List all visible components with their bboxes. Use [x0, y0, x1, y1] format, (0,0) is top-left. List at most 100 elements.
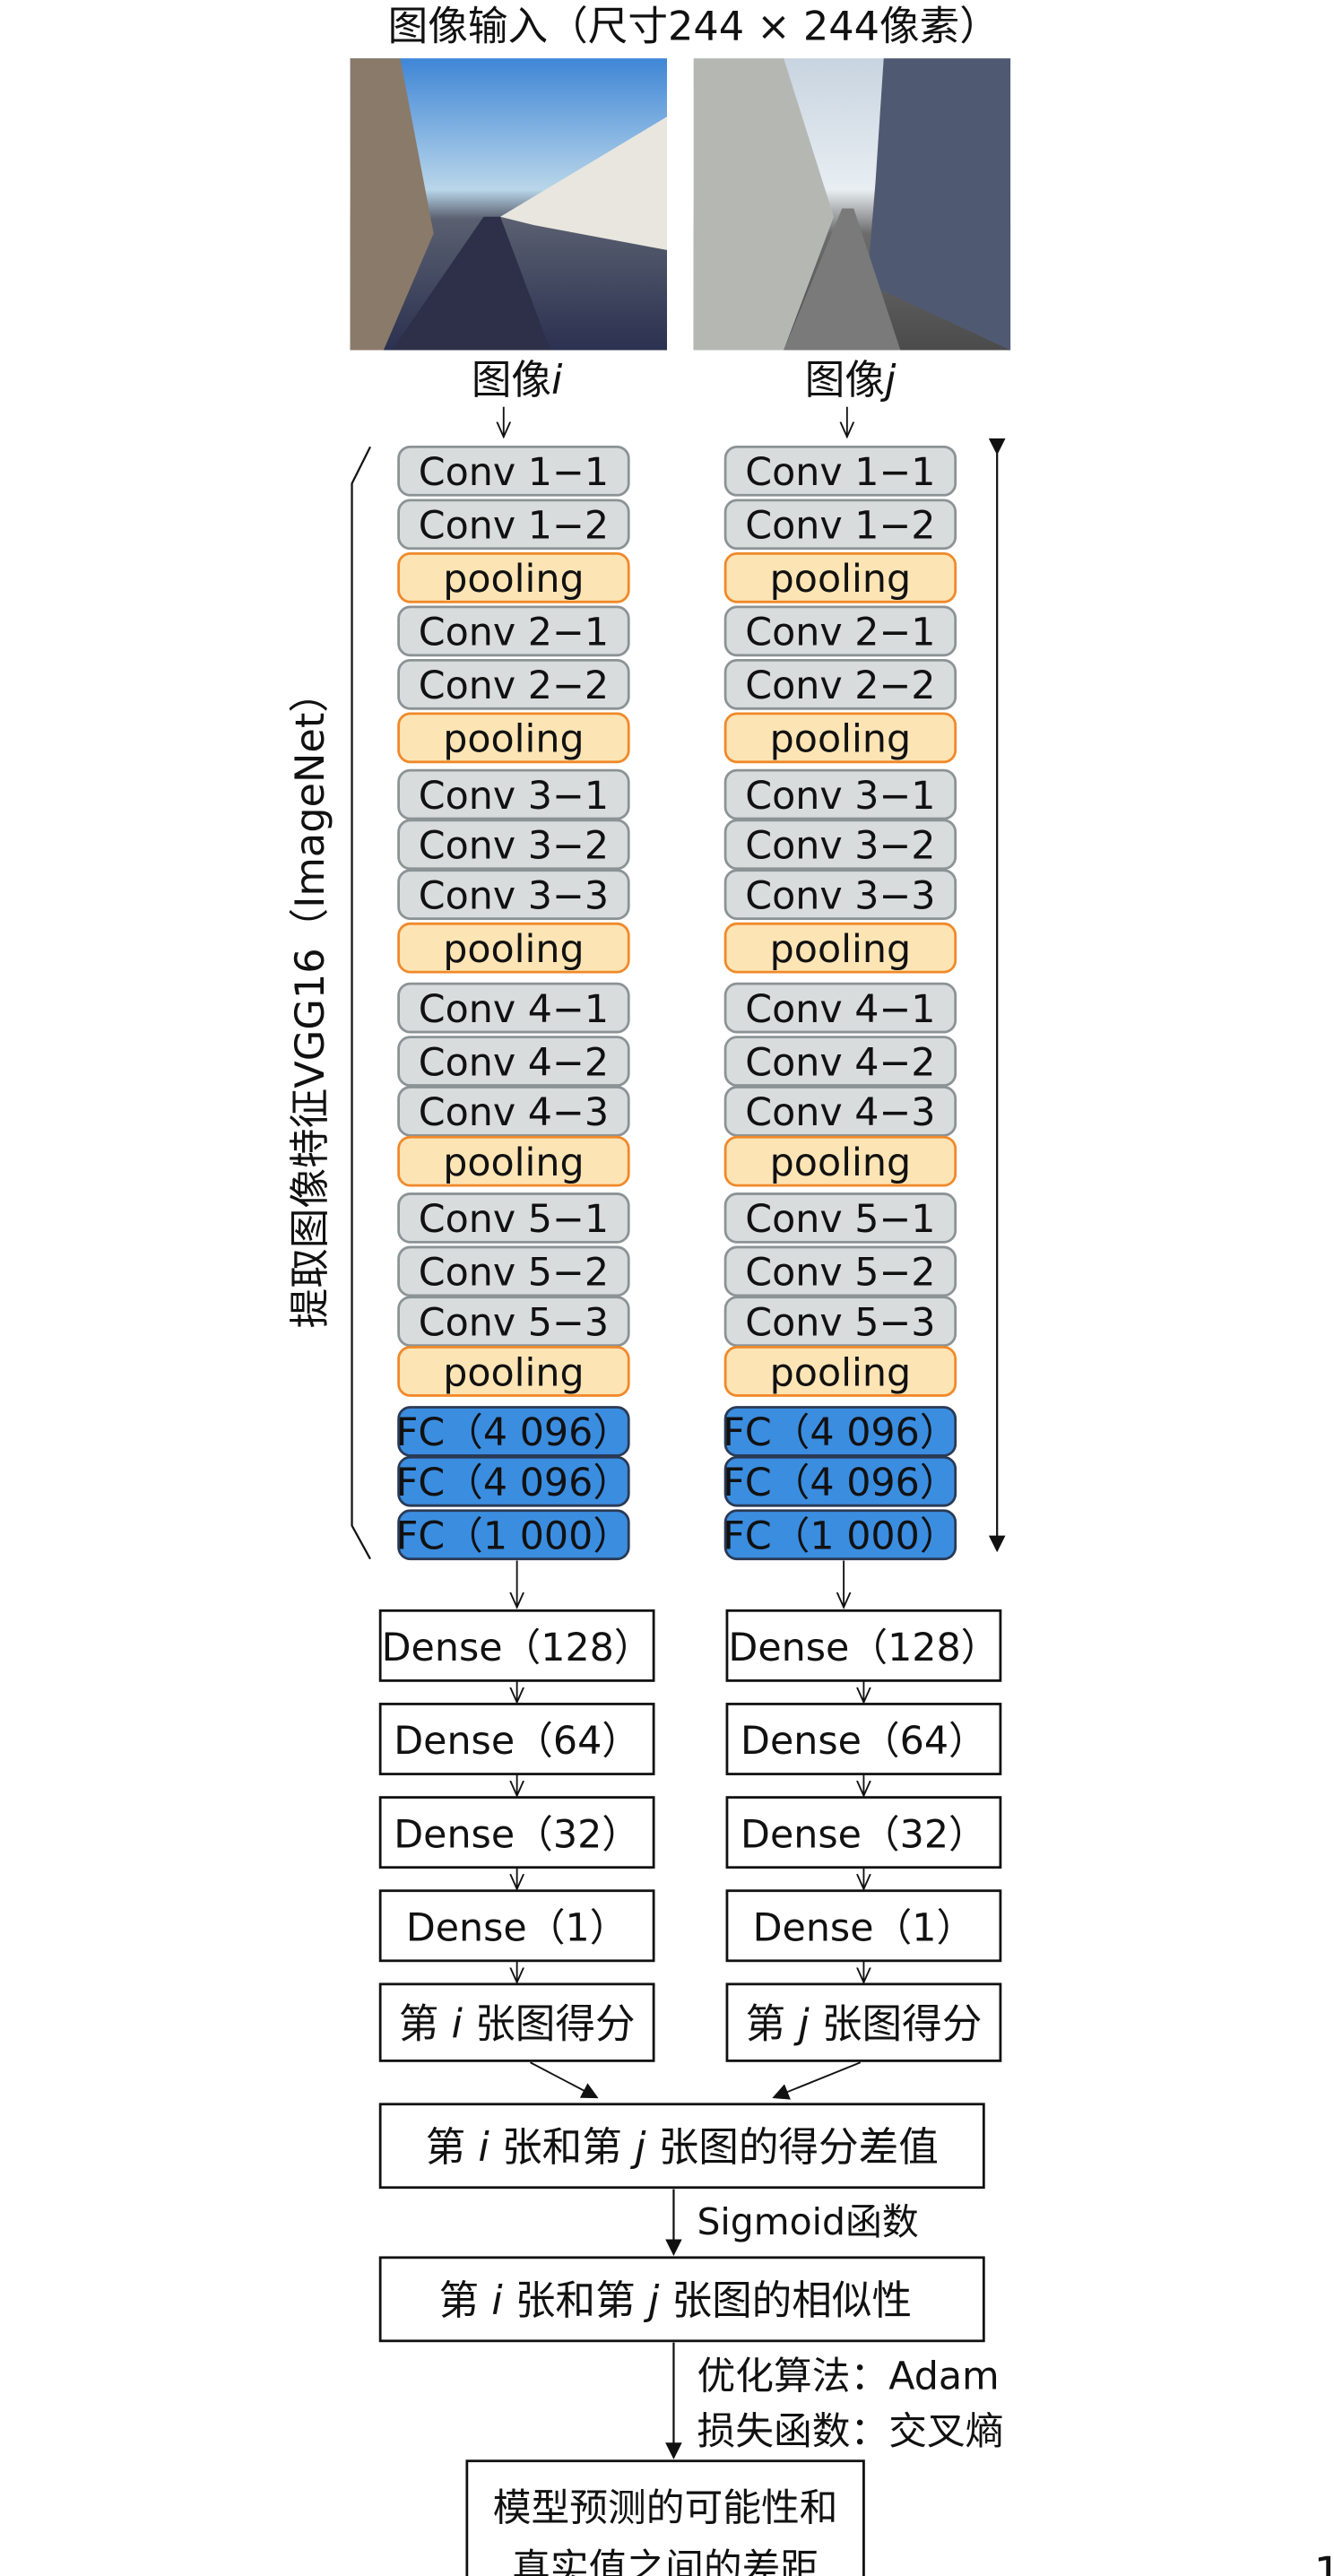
layer-label: Conv 3−2 [745, 824, 935, 869]
layer-conv-j: Conv 1−1 [723, 445, 957, 497]
layer-box [397, 819, 630, 871]
street-image-i [350, 58, 667, 351]
sigmoid-label: Sigmoid函数 [697, 2200, 918, 2243]
layer-box [397, 1296, 630, 1348]
layer-conv-j: Conv 5−1 [723, 1193, 957, 1244]
layer-pool-j: pooling [723, 1346, 957, 1397]
score-difference-text: 第 i 张和第 j 张图的得分差值 [426, 2124, 939, 2171]
street-image-j [693, 58, 1011, 351]
layer-fc-i: FC（1 000） [396, 1509, 631, 1561]
loss-label: 损失函数：交叉熵 [697, 2409, 1003, 2454]
dense-box-j [725, 1609, 1002, 1682]
layer-conv-i: Conv 3−1 [397, 768, 630, 820]
dense-box-i [378, 1703, 655, 1775]
layer-box [397, 712, 630, 764]
dense-label: Dense（32） [741, 1812, 987, 1857]
layer-box [397, 1245, 630, 1297]
layer-label: Conv 2−1 [419, 611, 609, 655]
layer-box [723, 869, 957, 921]
layer-box [397, 1346, 630, 1397]
score-i-text: 第 i 张图得分 [399, 2000, 636, 2047]
layer-box [723, 1135, 957, 1187]
layer-label: Conv 1−2 [419, 504, 609, 549]
layer-box [397, 1086, 630, 1137]
layer-box [723, 768, 957, 820]
layer-label: Conv 2−2 [745, 664, 935, 708]
layer-box [397, 982, 630, 1034]
score-i-box [378, 1982, 655, 2062]
dense-label: Dense（128） [728, 1626, 999, 1670]
layer-box [397, 1135, 630, 1187]
dense-label: Dense（64） [741, 1719, 987, 1764]
layer-conv-i: Conv 2−2 [397, 658, 630, 710]
dense-stack-j: Dense（128）Dense（64）Dense（32）Dense（1） [725, 1609, 1002, 1982]
layer-conv-j: Conv 4−2 [723, 1036, 957, 1087]
layer-box [397, 499, 630, 551]
layer-label: Conv 4−1 [419, 987, 609, 1032]
final-line-1: 模型预测的可能性和 [493, 2486, 838, 2531]
layer-fc-i: FC（4 096） [396, 1455, 631, 1507]
dense-stack-i: Dense（128）Dense（64）Dense（32）Dense（1） [378, 1609, 655, 1982]
layer-pool-i: pooling [397, 922, 630, 974]
arrow-score-j [772, 2061, 862, 2100]
layer-label: pooling [770, 557, 911, 602]
final-line-2: 真实值之间的差距 [512, 2546, 819, 2576]
layer-box [397, 869, 630, 921]
layer-conv-i: Conv 1−1 [397, 445, 630, 497]
image-j-label: 图像j [805, 357, 897, 403]
layer-box [723, 551, 957, 603]
layer-box [723, 605, 957, 657]
layer-conv-j: Conv 3−1 [723, 768, 957, 820]
layer-label: Conv 5−1 [745, 1197, 935, 1242]
layer-fc-j: FC（4 096） [723, 1406, 958, 1457]
layer-conv-j: Conv 4−1 [723, 982, 957, 1034]
layer-label: pooling [443, 717, 584, 762]
image-i-label: 图像i [472, 357, 563, 403]
layer-pool-i: pooling [397, 551, 630, 603]
layer-label: pooling [443, 1350, 584, 1395]
dense-box-i [378, 1609, 655, 1682]
dense-label: Dense（32） [394, 1812, 640, 1857]
layer-label: pooling [443, 557, 584, 602]
layer-label: Conv 5−2 [745, 1251, 935, 1296]
layer-box [723, 922, 957, 974]
layer-conv-i: Conv 5−3 [397, 1296, 630, 1348]
layer-label: FC（4 096） [723, 1410, 957, 1455]
dense-box-i [378, 1796, 655, 1869]
layer-box [397, 1455, 630, 1507]
layer-conv-j: Conv 1−2 [723, 499, 957, 551]
layer-box [397, 1509, 630, 1561]
similarity-box [378, 2256, 985, 2343]
layer-box [397, 551, 630, 603]
layer-box [397, 445, 630, 497]
layer-label: pooling [770, 717, 911, 762]
layer-label: Conv 1−1 [745, 450, 935, 495]
layer-conv-i: Conv 4−2 [397, 1036, 630, 1087]
arrow-score-i [530, 2061, 599, 2099]
layer-box [723, 982, 957, 1034]
optimizer-label: 优化算法：Adam [697, 2355, 999, 2399]
layer-box [723, 1193, 957, 1244]
layer-conv-j: Conv 5−2 [723, 1245, 957, 1297]
layer-conv-i: Conv 3−3 [397, 869, 630, 921]
dense-box-j [725, 1796, 1002, 1869]
layer-label: pooling [443, 1141, 584, 1185]
final-box [465, 2459, 865, 2576]
layer-label: FC（1 000） [396, 1514, 631, 1559]
dense-box-i [378, 1889, 655, 1963]
layer-label: FC（4 096） [723, 1461, 957, 1505]
layer-box [723, 658, 957, 710]
vgg-bracket [351, 446, 371, 1560]
score-difference-box [378, 2103, 985, 2190]
layer-label: Conv 5−3 [419, 1300, 609, 1345]
layer-label: Conv 2−2 [419, 664, 609, 708]
layer-label: Conv 5−3 [745, 1300, 935, 1345]
layer-conv-i: Conv 1−2 [397, 499, 630, 551]
layer-label: pooling [443, 927, 584, 972]
layer-pool-j: pooling [723, 922, 957, 974]
layer-label: Conv 4−3 [745, 1090, 935, 1135]
layer-pool-j: pooling [723, 551, 957, 603]
layer-box [723, 1296, 957, 1348]
layer-conv-i: Conv 3−2 [397, 819, 630, 871]
